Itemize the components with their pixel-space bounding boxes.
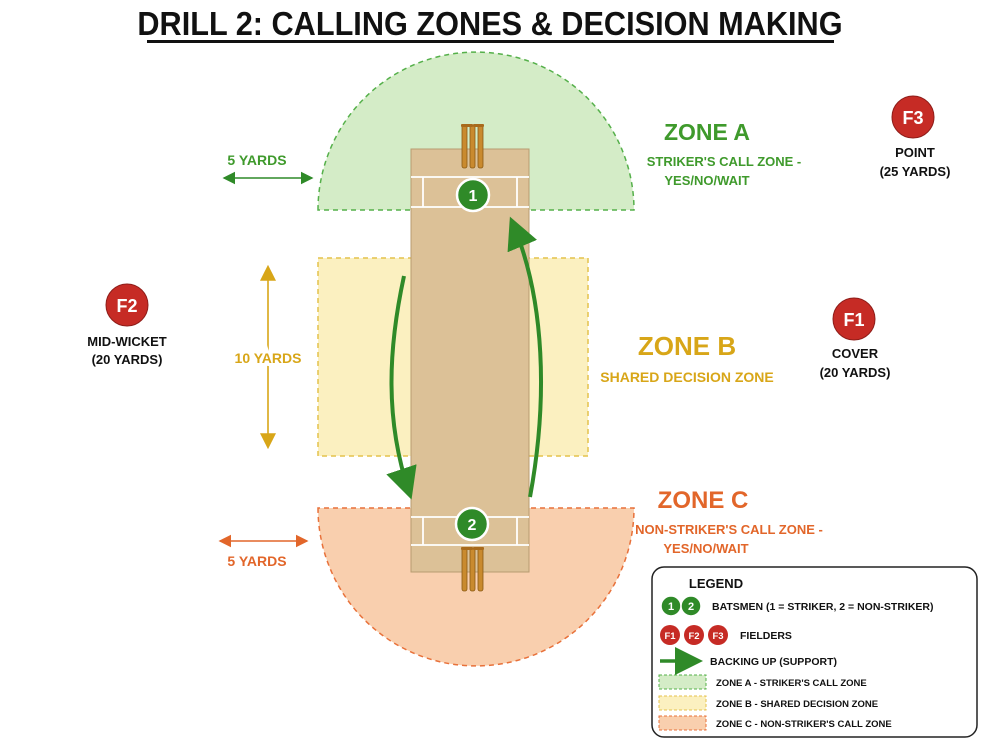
legend-zone-b-swatch	[658, 695, 707, 711]
legend-title: LEGEND	[689, 576, 743, 591]
page-title: DRILL 2: CALLING ZONES & DECISION MAKING	[137, 5, 842, 42]
legend-batsman-2-badge: 2	[680, 595, 702, 617]
fielder-f2-marker: F2	[105, 283, 149, 327]
fielder-f3-marker: F3	[891, 95, 935, 139]
bottom-stumps-icon	[461, 547, 484, 592]
legend-batsman-2-text: 2	[688, 601, 694, 613]
legend-zone-c-swatch	[658, 715, 707, 731]
zone-c-area	[317, 507, 635, 667]
batsman-1-marker: 1	[455, 177, 491, 213]
legend-batsmen-label: BATSMEN (1 = STRIKER, 2 = NON-STRIKER)	[712, 601, 934, 613]
legend-fielder-f1-badge: F1	[660, 625, 680, 645]
zone-a-area	[317, 51, 635, 211]
legend-fielder-f3-text: F3	[712, 631, 723, 642]
zone-c-desc-line2: YES/NO/WAIT	[663, 541, 748, 556]
zone-a-desc-line1: STRIKER'S CALL ZONE -	[647, 154, 802, 169]
zone-b-measure: 10 YARDS	[235, 350, 302, 366]
fielder-f1-position: COVER	[832, 346, 879, 361]
top-stumps-icon	[461, 124, 484, 169]
title-underline	[147, 40, 834, 43]
legend-zone-a-swatch	[658, 674, 707, 690]
legend-zone-b-label: ZONE B - SHARED DECISION ZONE	[716, 699, 878, 710]
fielder-f2-id: F2	[116, 296, 137, 316]
legend-fielder-f2-badge: F2	[684, 625, 704, 645]
legend-fielders-label: FIELDERS	[740, 630, 792, 642]
legend-batsman-1-text: 1	[668, 601, 674, 613]
zone-a-measure: 5 YARDS	[227, 152, 286, 168]
zone-c-desc-line1: NON-STRIKER'S CALL ZONE -	[635, 522, 823, 537]
legend-batsman-1-badge: 1	[660, 595, 682, 617]
backing-up-arrow-left	[386, 275, 417, 500]
legend-fielder-f2-text: F2	[688, 631, 699, 642]
batsman-2-label: 2	[468, 517, 477, 534]
fielder-f1-marker: F1	[832, 297, 876, 341]
zone-a-title: ZONE A	[664, 119, 750, 145]
fielder-f3-position: POINT	[895, 145, 935, 160]
zone-c-measure: 5 YARDS	[227, 553, 286, 569]
backing-up-arrow-right	[507, 216, 543, 498]
legend: LEGEND 1 2 BATSMEN (1 = STRIKER, 2 = NON…	[651, 566, 978, 738]
fielder-f2-distance: (20 YARDS)	[92, 352, 163, 367]
legend-arrow-label: BACKING UP (SUPPORT)	[710, 656, 837, 668]
legend-zone-a-label: ZONE A - STRIKER'S CALL ZONE	[716, 678, 867, 689]
fielder-f1-distance: (20 YARDS)	[820, 365, 891, 380]
legend-fielder-f1-text: F1	[664, 631, 676, 642]
fielder-f2-position: MID-WICKET	[87, 334, 166, 349]
legend-zone-c-label: ZONE C - NON-STRIKER'S CALL ZONE	[716, 719, 892, 730]
zone-b-desc: SHARED DECISION ZONE	[600, 369, 773, 385]
zone-c-title: ZONE C	[658, 487, 749, 514]
fielder-f3-distance: (25 YARDS)	[880, 164, 951, 179]
fielder-f3-id: F3	[902, 108, 923, 128]
batsman-2-marker: 2	[454, 506, 490, 542]
legend-fielder-f3-badge: F3	[708, 625, 728, 645]
zone-b-title: ZONE B	[638, 331, 736, 361]
fielder-f1-id: F1	[843, 310, 864, 330]
batsman-1-label: 1	[469, 188, 478, 205]
zone-a-desc-line2: YES/NO/WAIT	[664, 173, 749, 188]
legend-box	[651, 566, 978, 738]
